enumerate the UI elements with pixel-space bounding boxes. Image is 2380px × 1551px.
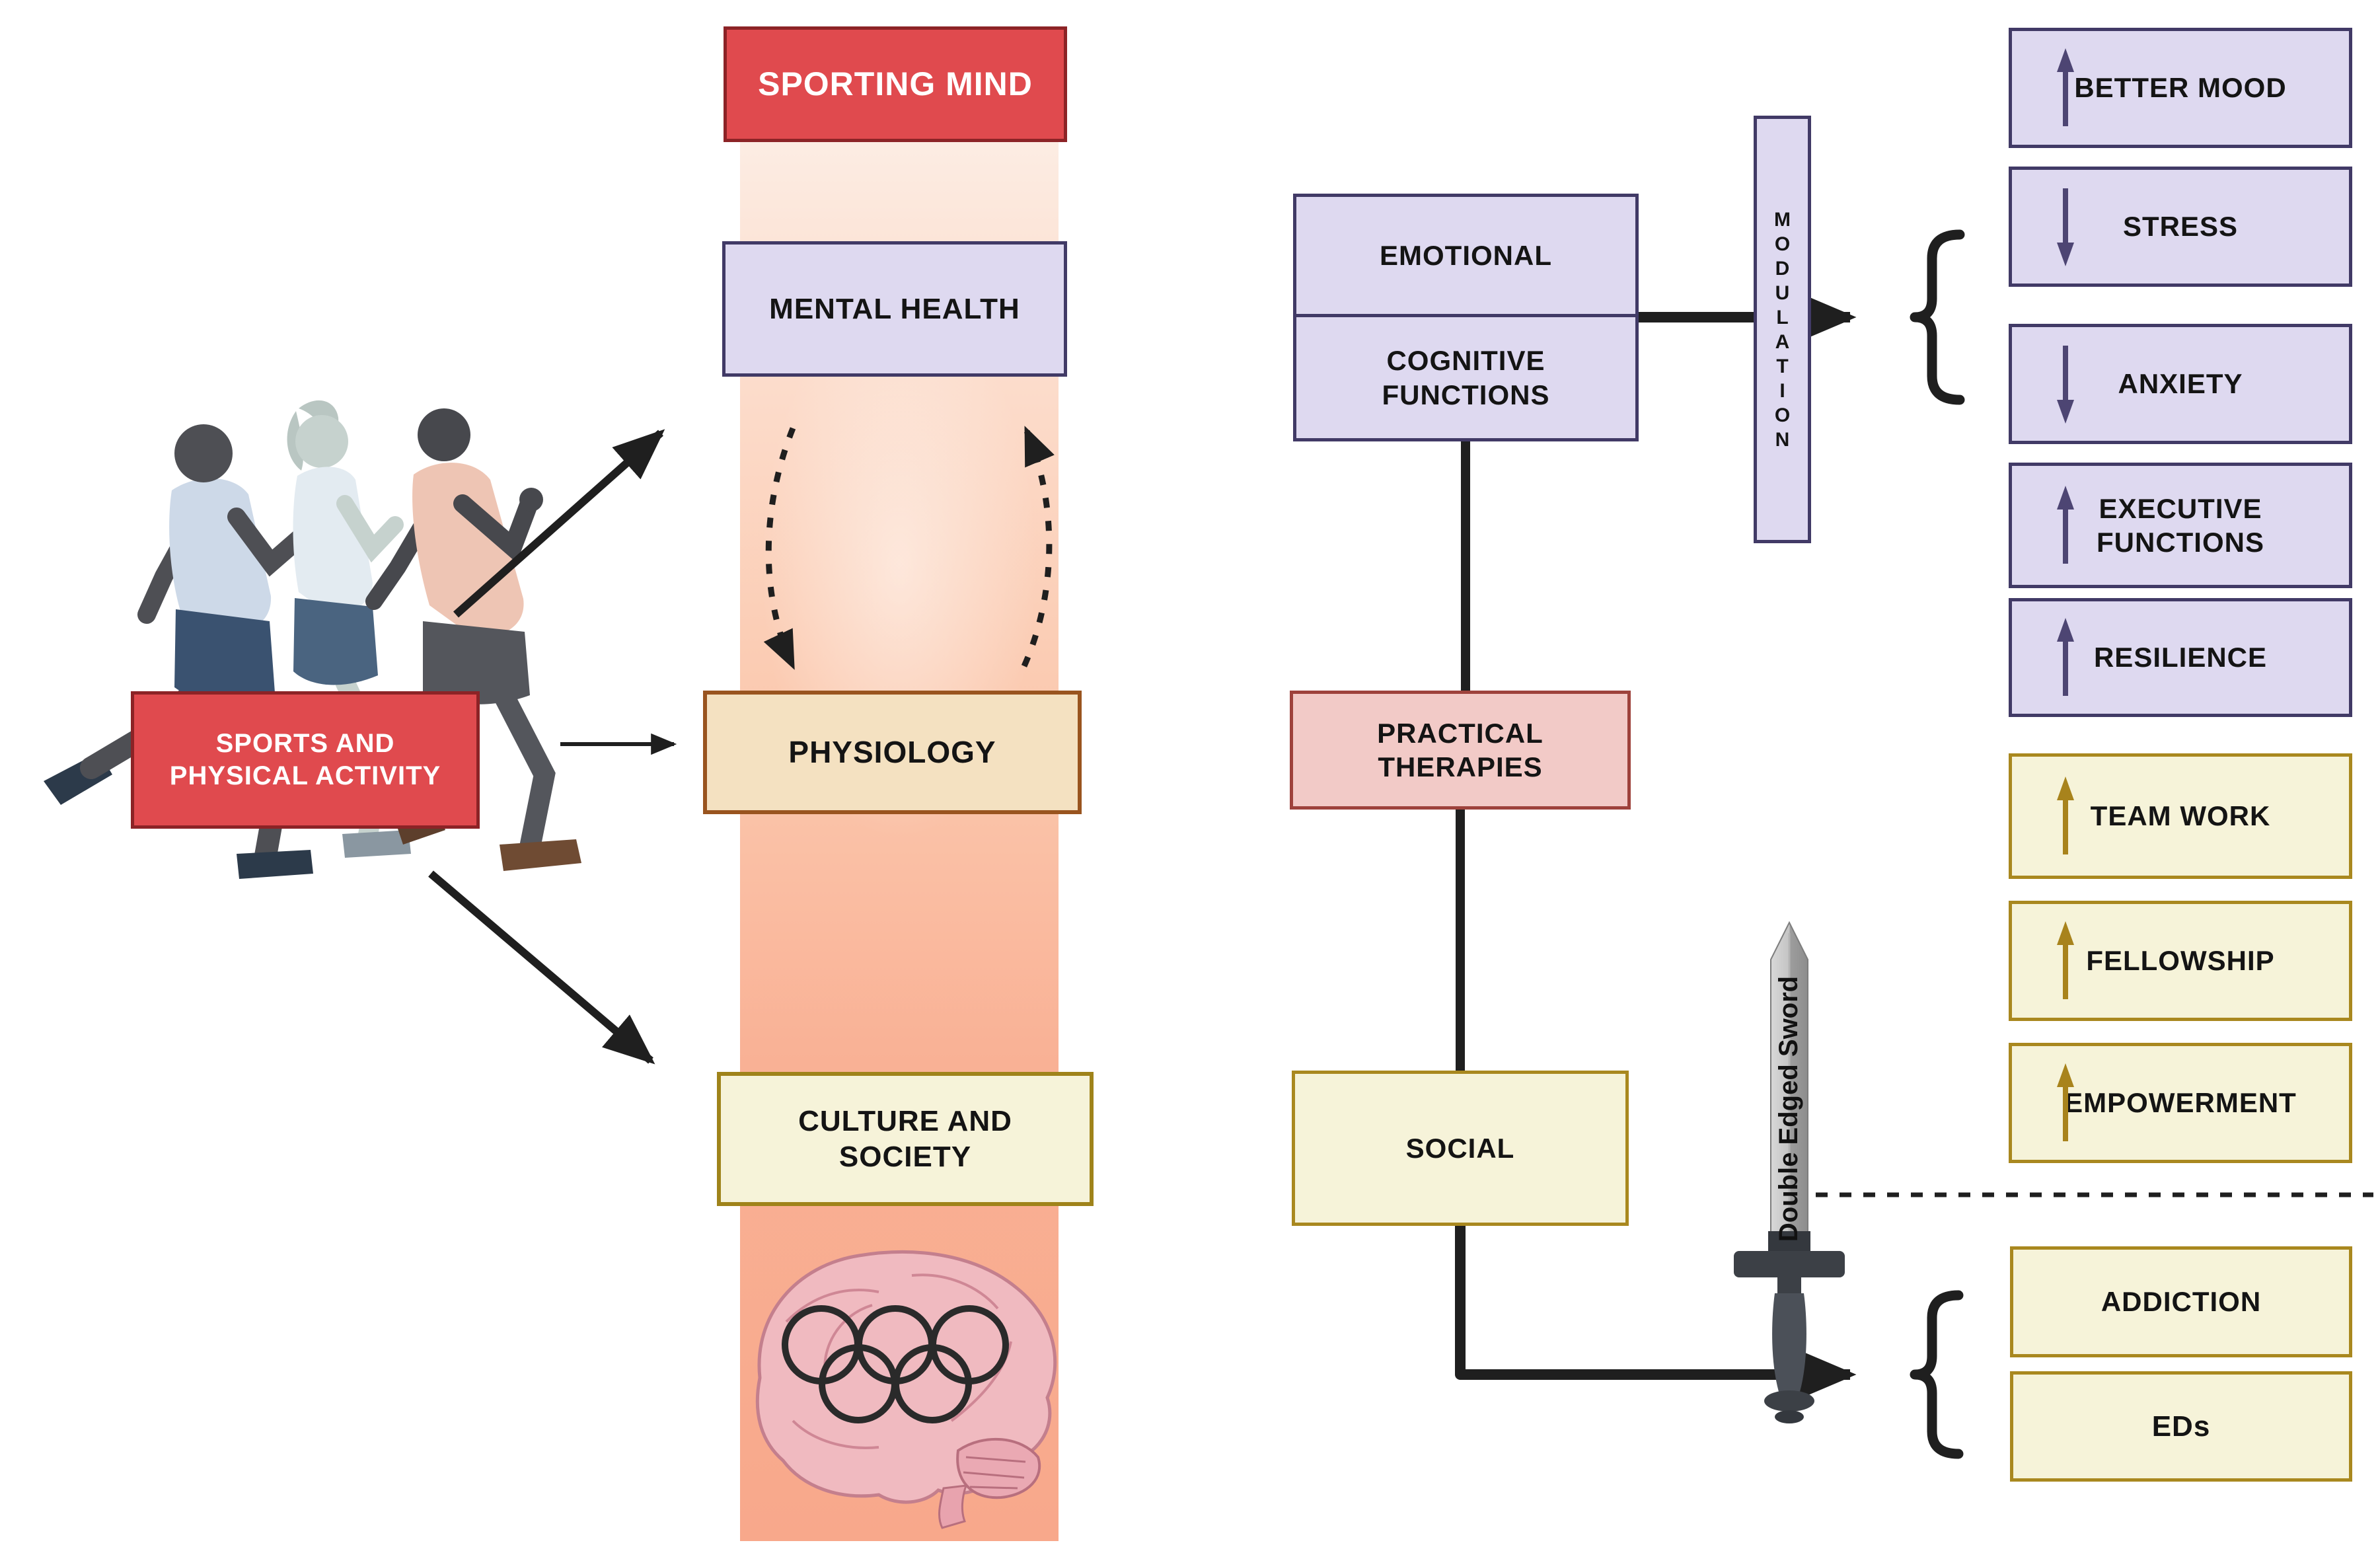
sporting-mind-header: SPORTING MIND [724, 26, 1067, 142]
social-negative-arrow [1455, 1223, 1857, 1399]
sports-activity-label: SPORTS AND PHYSICAL ACTIVITY [169, 729, 441, 790]
empowerment-box: EMPOWERMENT [2009, 1043, 2352, 1163]
resilience-box: RESILIENCE [2009, 598, 2352, 717]
up-arrow-icon [2057, 1063, 2074, 1141]
empowerment-label: EMPOWERMENT [2064, 1087, 2297, 1119]
addiction-box: ADDICTION [2010, 1246, 2352, 1357]
addiction-label: ADDICTION [2101, 1286, 2262, 1318]
sword-label: Double Edged Sword [1774, 976, 1803, 1242]
cognitive-label: COGNITIVE FUNCTIONS [1382, 345, 1550, 410]
stress-label: STRESS [2122, 211, 2239, 243]
anxiety-box: ANXIETY [2009, 324, 2352, 444]
fellowship-label: FELLOWSHIP [2086, 945, 2275, 977]
fellowship-box: FELLOWSHIP [2009, 901, 2352, 1021]
physiology-box: PHYSIOLOGY [703, 691, 1082, 814]
emotional-label: EMOTIONAL [1380, 239, 1552, 271]
down-arrow-icon [2057, 346, 2074, 424]
practical-therapies-label: PRACTICAL THERAPIES [1377, 717, 1543, 782]
dashed-arrow-down-icon [763, 427, 796, 670]
sporting-mind-label: SPORTING MIND [758, 65, 1033, 102]
up-arrow-icon [2057, 618, 2074, 696]
up-arrow-icon [2057, 776, 2074, 854]
up-arrow-icon [2057, 921, 2074, 999]
resilience-label: RESILIENCE [2093, 642, 2268, 673]
arrow-to-culture [428, 870, 655, 1065]
sports-activity-box: SPORTS AND PHYSICAL ACTIVITY [131, 691, 480, 829]
team-work-label: TEAM WORK [2090, 800, 2271, 832]
anxiety-label: ANXIETY [2118, 368, 2243, 400]
brace-addiction-eds [1910, 1290, 1964, 1459]
down-arrow-icon [2057, 188, 2074, 266]
arrow-to-mental-health [453, 429, 665, 618]
eds-box: EDs [2010, 1371, 2352, 1482]
executive-functions-box: EXECUTIVE FUNCTIONS [2009, 463, 2352, 588]
cognitive-box: COGNITIVE FUNCTIONS [1293, 314, 1639, 441]
brace-stress-anxiety [1910, 229, 1965, 405]
up-arrow-icon [2057, 486, 2074, 564]
team-work-box: TEAM WORK [2009, 753, 2352, 879]
better-mood-label: BETTER MOOD [2074, 72, 2287, 104]
modulation-box: M O D U L A T I O N [1754, 116, 1811, 543]
culture-society-box: CULTURE AND SOCIETY [717, 1072, 1094, 1206]
dashed-arrow-up-icon [1021, 426, 1055, 667]
brain-olympic-icon [755, 1250, 1057, 1529]
mental-health-label: MENTAL HEALTH [769, 292, 1020, 325]
executive-functions-label: EXECUTIVE FUNCTIONS [2097, 492, 2264, 558]
eds-label: EDs [2151, 1410, 2211, 1443]
physiology-label: PHYSIOLOGY [788, 735, 996, 770]
better-mood-box: BETTER MOOD [2009, 28, 2352, 148]
social-label: SOCIAL [1405, 1132, 1515, 1164]
stress-box: STRESS [2009, 167, 2352, 287]
modulation-label: M O D U L A T I O N [1774, 208, 1791, 451]
sword-icon: Double Edged Sword [1734, 921, 1845, 1423]
practical-therapies-box: PRACTICAL THERAPIES [1290, 691, 1631, 810]
social-box: SOCIAL [1292, 1071, 1629, 1226]
emotional-box: EMOTIONAL [1293, 194, 1639, 317]
up-arrow-icon [2057, 48, 2074, 126]
mental-health-box: MENTAL HEALTH [722, 241, 1067, 377]
culture-society-label: CULTURE AND SOCIETY [798, 1104, 1012, 1173]
